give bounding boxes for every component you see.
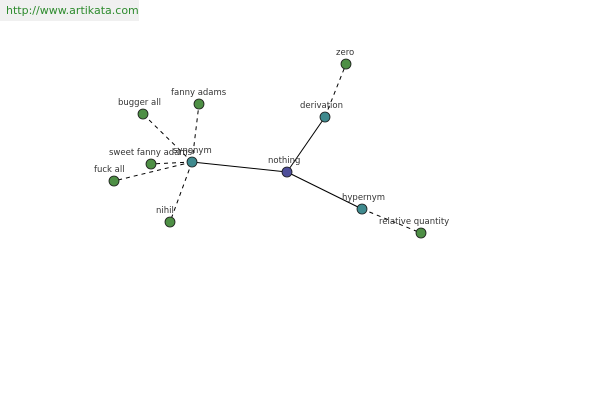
node-label-nihil[interactable]: nihil xyxy=(156,206,174,216)
edge-synonym-bugger-all xyxy=(142,113,193,163)
edges-layer xyxy=(113,63,422,234)
node-zero[interactable] xyxy=(340,58,352,70)
node-label-bugger-all[interactable]: bugger all xyxy=(118,98,161,108)
labels-layer: nothing synonym derivation hypernym zero rela… xyxy=(94,48,449,227)
edge-synonym-sweet-fanny-adams xyxy=(150,161,193,165)
node-nihil[interactable] xyxy=(164,216,176,228)
node-label-nothing[interactable]: nothing xyxy=(268,156,300,166)
node-nothing[interactable] xyxy=(281,166,293,178)
node-hypernym[interactable] xyxy=(356,203,368,215)
node-label-relative-quantity[interactable]: relative quantity xyxy=(379,217,449,227)
node-label-zero[interactable]: zero xyxy=(336,48,354,58)
edge-synonym-fanny-adams xyxy=(191,103,200,163)
node-sweet-fanny-adams[interactable] xyxy=(145,158,157,170)
edge-synonym-nihil xyxy=(169,161,193,223)
node-relative-quantity[interactable] xyxy=(415,227,427,239)
edge-nothing-synonym xyxy=(191,161,288,173)
node-synonym[interactable] xyxy=(186,156,198,168)
node-fuck-all[interactable] xyxy=(108,175,120,187)
node-label-synonym[interactable]: synonym xyxy=(173,146,212,156)
edge-nothing-hypernym xyxy=(286,171,363,210)
node-label-hypernym[interactable]: hypernym xyxy=(342,193,385,203)
edge-synonym-fuck-all xyxy=(113,161,193,182)
nodes-layer xyxy=(108,58,427,239)
source-link[interactable]: http://www.artikata.com xyxy=(6,4,139,17)
node-label-fuck-all[interactable]: fuck all xyxy=(94,165,125,175)
node-label-sweet-fanny-adams[interactable]: sweet fanny adams xyxy=(109,148,193,158)
node-bugger-all[interactable] xyxy=(137,108,149,120)
node-label-fanny-adams[interactable]: fanny adams xyxy=(171,88,227,98)
edge-derivation-zero xyxy=(324,63,347,118)
edge-hypernym-relative-quantity xyxy=(361,208,422,234)
edge-nothing-derivation xyxy=(286,116,326,173)
source-banner: http://www.artikata.com xyxy=(0,0,139,21)
node-label-derivation[interactable]: derivation xyxy=(300,101,343,111)
node-derivation[interactable] xyxy=(319,111,331,123)
node-fanny-adams[interactable] xyxy=(193,98,205,110)
